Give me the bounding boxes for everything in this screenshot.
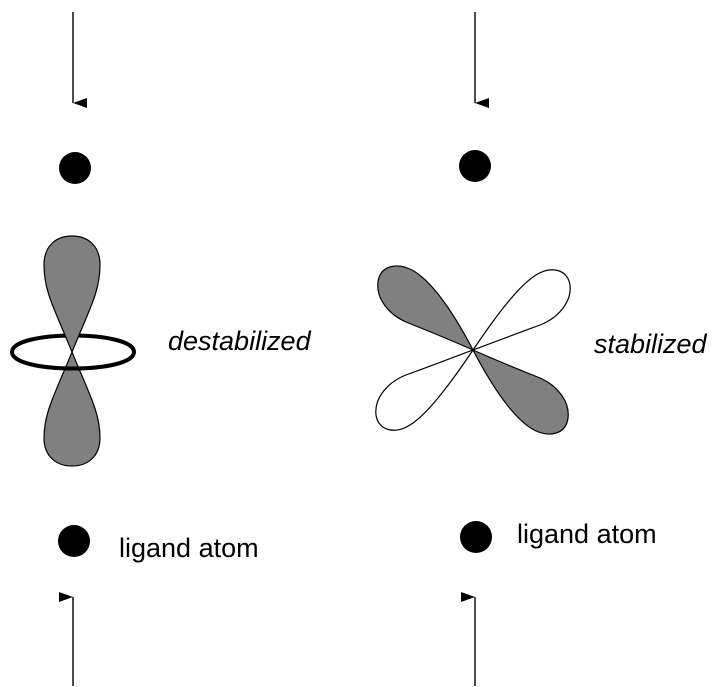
right-lobe-upper-left (377, 265, 475, 352)
right-lobe-upper-right (471, 269, 571, 352)
left-upper-lobe (43, 235, 101, 354)
right-ligand-label: ligand atom (517, 519, 657, 549)
right-top-ligand-atom (459, 150, 491, 182)
left-torus-front (10, 351, 136, 371)
left-ligand-label: ligand atom (119, 533, 259, 563)
right-lobe-lower-left (375, 348, 475, 431)
right-panel: stabilized ligand atom (375, 12, 708, 686)
left-top-ligand-atom (59, 152, 91, 184)
left-state-label: destabilized (168, 326, 312, 356)
left-lower-lobe (43, 350, 101, 467)
left-panel: destabilized ligand atom (10, 12, 312, 686)
left-bottom-ligand-atom (58, 525, 90, 557)
right-bottom-ligand-atom (460, 521, 492, 553)
right-lobe-lower-right (471, 348, 569, 435)
right-state-label: stabilized (594, 329, 708, 359)
